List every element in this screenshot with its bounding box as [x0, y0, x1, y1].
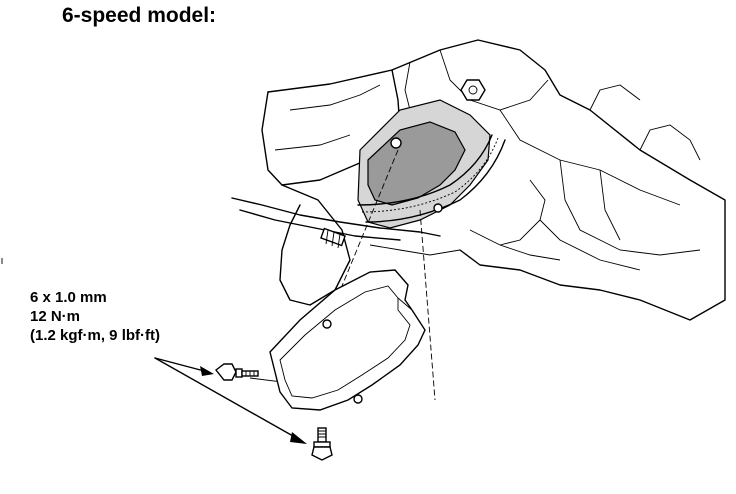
torque-alt-label: (1.2 kgf·m, 9 lbf·ft) [30, 327, 160, 344]
flange-bolt-icon-2 [311, 427, 333, 461]
callout-arrows [154, 357, 307, 444]
flange-bolt-icon [215, 363, 259, 381]
fastener-spec-callout: 6 x 1.0 mm 12 N·m (1.2 kgf·m, 9 lbf·ft) [30, 288, 160, 345]
housing-stud-icon [320, 227, 346, 249]
diagram-title: 6-speed model: [62, 4, 217, 27]
torque-label: 12 N·m [30, 308, 81, 325]
top-bolt-icon [460, 79, 486, 101]
flywheel-ring-gear [357, 99, 506, 229]
bolt-size-label: 6 x 1.0 mm [30, 289, 107, 306]
cover-plate [269, 269, 426, 411]
engine-block [231, 39, 726, 321]
